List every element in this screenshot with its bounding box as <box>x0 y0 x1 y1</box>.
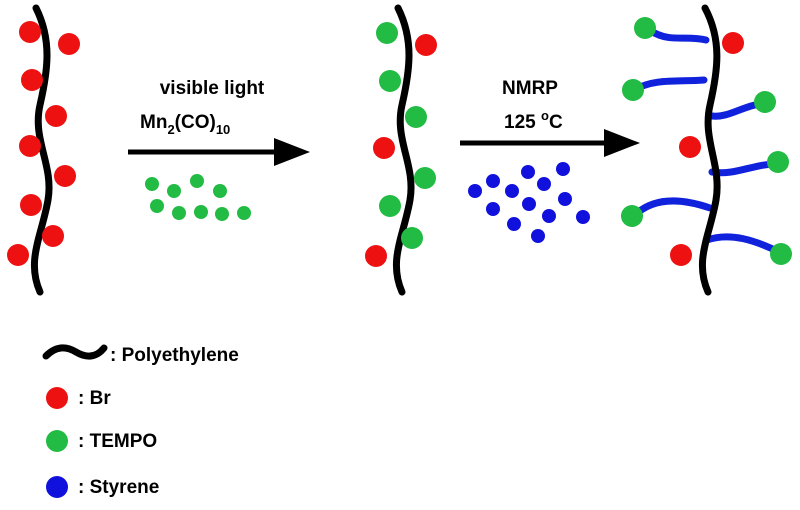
br-atom <box>54 165 76 187</box>
tempo-group <box>379 195 401 217</box>
step-2: NMRP 125 oC <box>460 78 640 243</box>
reagent-sub-2: 2 <box>167 122 174 137</box>
br-atom <box>373 137 395 159</box>
polystyrene-chain <box>647 27 710 44</box>
legend-label-polyethylene: : Polyethylene <box>110 345 239 366</box>
styrene-monomer <box>556 162 570 176</box>
temperature-value: 125 <box>504 112 541 133</box>
polystyrene-chain <box>703 233 785 257</box>
tempo-molecule <box>150 199 164 213</box>
step-1: visible light Mn2(CO)10 <box>128 78 310 221</box>
polyethylene-backbone-2 <box>392 4 415 296</box>
degree-sup: o <box>541 108 549 123</box>
styrene-monomer <box>486 202 500 216</box>
styrene-monomer-cluster <box>468 162 590 243</box>
br-atom <box>722 32 744 54</box>
tempo-end-group <box>621 205 643 227</box>
legend-item-tempo: : TEMPO <box>46 430 157 452</box>
br-atom <box>415 34 437 56</box>
step-1-reagent: Mn2(CO)10 <box>140 112 230 137</box>
tempo-molecule <box>167 184 181 198</box>
br-atom <box>45 105 67 127</box>
styrene-monomer <box>468 184 482 198</box>
blue-dot-icon <box>46 476 68 498</box>
br-atom <box>58 33 80 55</box>
tempo-reagent-cluster <box>145 174 251 221</box>
br-atom <box>365 245 387 267</box>
reagent-sub-10: 10 <box>216 122 230 137</box>
br-atom <box>679 136 701 158</box>
styrene-monomer <box>486 174 500 188</box>
tempo-molecule <box>213 184 227 198</box>
tempo-end-group <box>767 151 789 173</box>
legend-item-br: : Br <box>46 387 111 409</box>
br-atom <box>20 194 42 216</box>
styrene-monomer <box>542 209 556 223</box>
br-atom <box>19 135 41 157</box>
temperature-unit: C <box>549 112 563 133</box>
legend-label-styrene: : Styrene <box>78 477 159 498</box>
tempo-group <box>405 106 427 128</box>
polystyrene-chain <box>630 197 714 220</box>
legend-item-polyethylene: : Polyethylene <box>42 344 239 366</box>
polyethylene-backbone-3 <box>698 4 721 296</box>
tempo-group <box>401 227 423 249</box>
reaction-arrow-2-head <box>604 129 640 157</box>
tempo-molecule <box>145 177 159 191</box>
stage-2-tempo-functionalized-polyethylene <box>365 4 437 296</box>
styrene-monomer <box>558 192 572 206</box>
step-1-line1: visible light <box>160 78 265 99</box>
styrene-monomer <box>537 177 551 191</box>
tempo-molecule <box>215 207 229 221</box>
legend-label-br: : Br <box>78 388 111 409</box>
tempo-end-group <box>770 243 792 265</box>
br-atom <box>7 244 29 266</box>
green-dot-icon <box>46 430 68 452</box>
wavy-line-icon <box>42 344 108 360</box>
tempo-group <box>376 22 398 44</box>
tempo-group <box>379 70 401 92</box>
br-atom <box>42 225 64 247</box>
legend: : Polyethylene : Br : TEMPO : Styrene <box>42 344 239 498</box>
br-atom <box>21 69 43 91</box>
tempo-molecule <box>172 206 186 220</box>
styrene-monomer <box>531 229 545 243</box>
polystyrene-chain <box>630 76 708 94</box>
legend-label-tempo: : TEMPO <box>78 431 157 452</box>
tempo-group <box>414 167 436 189</box>
reagent-co: (CO) <box>175 112 216 133</box>
red-dot-icon <box>46 387 68 409</box>
tempo-molecule <box>194 205 208 219</box>
polyethylene-backbone-1 <box>30 4 53 296</box>
tempo-end-group <box>634 17 656 39</box>
reaction-arrow-1-head <box>274 138 310 166</box>
tempo-molecule <box>190 174 204 188</box>
styrene-monomer <box>505 184 519 198</box>
reagent-mn: Mn <box>140 112 167 133</box>
styrene-monomer <box>507 217 521 231</box>
stage-1-brominated-polyethylene <box>7 4 80 296</box>
styrene-monomer <box>521 165 535 179</box>
br-atom <box>19 21 41 43</box>
tempo-molecule <box>237 206 251 220</box>
stage-3-graft-copolymer <box>621 4 792 296</box>
step-2-line1: NMRP <box>502 78 558 99</box>
step-2-temperature: 125 oC <box>504 108 563 133</box>
styrene-monomer <box>522 197 536 211</box>
br-atom <box>670 244 692 266</box>
tempo-end-group <box>622 79 644 101</box>
legend-item-styrene: : Styrene <box>46 476 159 498</box>
styrene-monomer <box>576 210 590 224</box>
tempo-end-group <box>754 91 776 113</box>
